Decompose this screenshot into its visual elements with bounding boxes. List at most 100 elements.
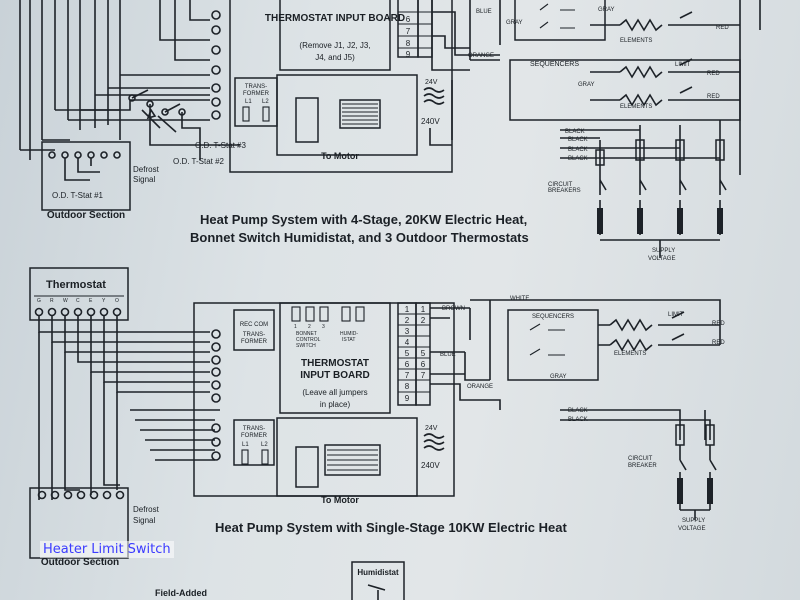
svg-text:6: 6 <box>405 360 410 369</box>
svg-text:5: 5 <box>421 349 426 358</box>
svg-text:1: 1 <box>421 305 426 314</box>
bottom-caption: Heat Pump System with Single-Stage 10KW … <box>215 520 567 535</box>
top-240v: 240V <box>421 117 440 126</box>
svg-text:2: 2 <box>421 316 426 325</box>
top-l2: L2 <box>262 99 269 105</box>
top-transformer-label1: TRANS- <box>245 84 267 90</box>
top-supply-line2: VOLTAGE <box>648 256 675 262</box>
top-board-title: THERMOSTAT INPUT BOARD <box>265 13 405 24</box>
svg-text:3: 3 <box>322 324 325 330</box>
top-elements-label: ELEMENTS <box>620 38 652 44</box>
bottom-wire-red: RED <box>712 321 725 327</box>
top-wire-gray3: GRAY <box>578 82 595 88</box>
top-wire-orange: ORANGE <box>468 53 494 59</box>
top-24v: 24V <box>425 79 438 86</box>
top-wire-gray2: GRAY <box>598 7 615 13</box>
top-wire-black2: BLACK <box>568 137 588 143</box>
top-element-1 <box>619 18 663 32</box>
svg-text:O: O <box>115 298 119 304</box>
svg-text:C: C <box>76 298 80 304</box>
top-circuit-breakers <box>597 179 727 258</box>
bottom-l2: L2 <box>261 442 268 448</box>
top-thermostat-bus-wires <box>19 0 210 160</box>
bottom-element-2 <box>609 338 653 352</box>
top-motor-connector <box>339 99 381 129</box>
bottom-motor-area <box>276 417 418 497</box>
top-heater-section <box>431 0 761 180</box>
bottom-humid-1: HUMID- <box>340 331 358 337</box>
bottom-supply-line1: SUPPLY <box>682 518 705 524</box>
top-wire-black4: BLACK <box>568 156 588 162</box>
top-board-note-line2: J4, and J5) <box>315 53 355 62</box>
top-wire-black1: BLACK <box>565 129 585 135</box>
top-outdoor-section-box <box>41 141 131 211</box>
top-sequencers-label: SEQUENCERS <box>530 61 579 68</box>
top-wire-red: RED <box>716 25 729 31</box>
svg-text:2: 2 <box>405 316 410 325</box>
svg-text:6: 6 <box>406 15 411 24</box>
bottom-capacitor <box>295 446 319 488</box>
bottom-rec-com-box <box>233 309 275 351</box>
bottom-board-note-1: (Leave all jumpers <box>302 388 367 397</box>
top-motor-area <box>276 74 418 156</box>
top-element-3 <box>619 93 663 107</box>
bottom-board-title-2: INPUT BOARD <box>300 370 369 381</box>
top-caption-line2: Bonnet Switch Humidistat, and 3 Outdoor … <box>190 230 529 245</box>
bottom-outdoor-section-label: Outdoor Section <box>41 557 119 568</box>
svg-text:W: W <box>63 298 68 304</box>
bottom-wire-blue: BLUE <box>440 352 456 358</box>
top-outdoor-tstat-switches <box>128 89 240 160</box>
bottom-l1: L1 <box>242 442 249 448</box>
bottom-wire-red2: RED <box>712 340 725 346</box>
bottom-transformer-coil <box>423 433 445 451</box>
bottom-outdoor-section-box <box>29 487 129 559</box>
bottom-tf-1: TRANS- <box>243 426 265 432</box>
top-wire-red3: RED <box>707 94 720 100</box>
bottom-board-note-2: in place) <box>320 400 351 409</box>
bottom-sequencers-label: SEQUENCERS <box>532 314 574 320</box>
top-board-note-line1: (Remove J1, J2, J3, <box>299 41 370 50</box>
bottom-outdoor-terminal-circles <box>37 490 125 500</box>
bottom-to-motor: To Motor <box>321 495 359 505</box>
svg-text:7: 7 <box>405 371 410 380</box>
top-od-tstat-1: O.D. T-Stat #1 <box>52 191 104 200</box>
top-terminal-strip <box>397 0 433 58</box>
svg-text:3: 3 <box>405 327 410 336</box>
svg-text:2: 2 <box>308 324 311 330</box>
top-thermostat-input-board <box>279 0 391 71</box>
bottom-tf-2: FORMER <box>241 433 268 439</box>
bottom-transformer-box <box>233 419 275 466</box>
top-caption-line1: Heat Pump System with 4-Stage, 20KW Elec… <box>200 212 527 227</box>
bottom-thermostat-terminals: G R W C E Y O <box>34 298 122 317</box>
top-outdoor-section-label: Outdoor Section <box>47 210 125 221</box>
svg-text:E: E <box>89 298 93 304</box>
bottom-wire-gray: GRAY <box>550 374 567 380</box>
top-elements-label2: ELEMENTS <box>620 104 652 110</box>
svg-text:8: 8 <box>406 39 411 48</box>
svg-text:7: 7 <box>421 371 426 380</box>
top-wire-gray: GRAY <box>506 20 523 26</box>
bottom-element-1 <box>609 318 653 332</box>
bottom-thermostat-title: Thermostat <box>46 279 106 291</box>
bottom-humidistat-label: Humidistat <box>357 568 399 577</box>
top-od-tstat-2: O.D. T-Stat #2 <box>173 157 225 166</box>
bottom-tf-top2: FORMER <box>241 339 268 345</box>
bottom-rec-com: REC COM <box>240 322 268 328</box>
top-wire-blue: BLUE <box>476 9 492 15</box>
bottom-thermostat-box <box>29 267 129 321</box>
top-wire-red2: RED <box>707 71 720 77</box>
top-l1: L1 <box>245 99 252 105</box>
bottom-bonnet-3: SWITCH <box>296 343 316 349</box>
watermark-caption: Heater Limit Switch <box>40 541 174 558</box>
top-limit-label: LIMIT <box>675 62 691 68</box>
bottom-tf-top1: TRANS- <box>243 332 265 338</box>
svg-text:4: 4 <box>405 338 410 347</box>
top-diagram: THERMOSTAT INPUT BOARD (Remove J1, J2, J… <box>19 0 761 262</box>
top-od-tstat-3: O.D. T-Stat #3 <box>195 141 247 150</box>
svg-text:R: R <box>50 298 54 304</box>
bottom-limit-label: LIMIT <box>668 312 684 318</box>
bottom-humidistat-box <box>351 561 405 600</box>
svg-text:9: 9 <box>406 50 411 59</box>
svg-text:G: G <box>37 298 41 304</box>
